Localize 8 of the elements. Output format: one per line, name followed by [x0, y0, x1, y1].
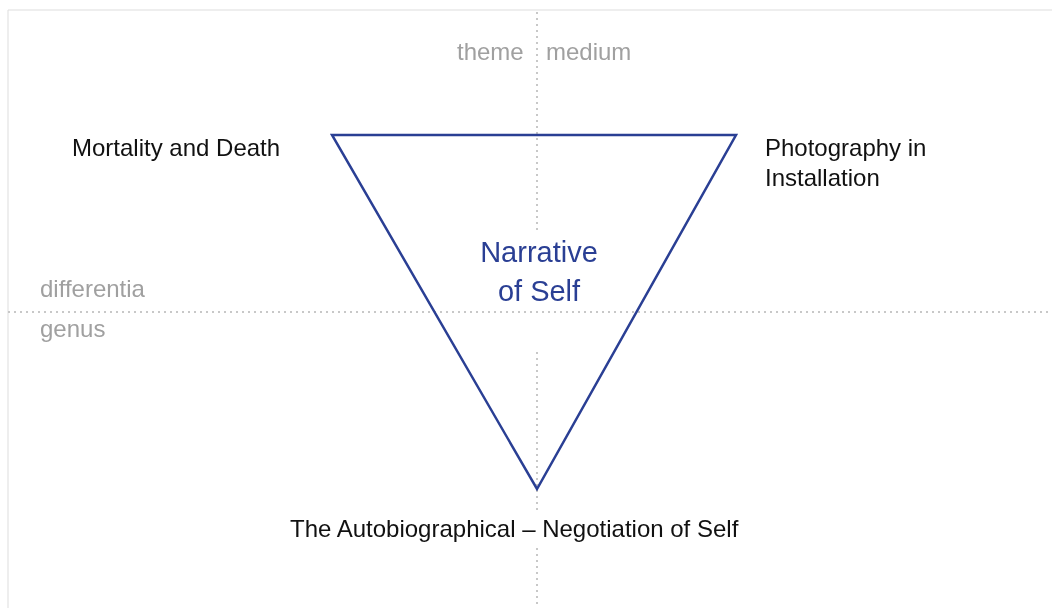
corner-label: Mortality and Death [72, 133, 281, 163]
corner-label: The Autobiographical – Negotiation of Self [290, 514, 739, 544]
axis-label: differentia [40, 274, 145, 304]
axis-label: genus [40, 314, 106, 344]
axis-label: theme [457, 37, 524, 67]
triangle-shape [330, 133, 738, 491]
axis-label: medium [546, 37, 632, 67]
corner-label: Photography in Installation [765, 133, 928, 193]
